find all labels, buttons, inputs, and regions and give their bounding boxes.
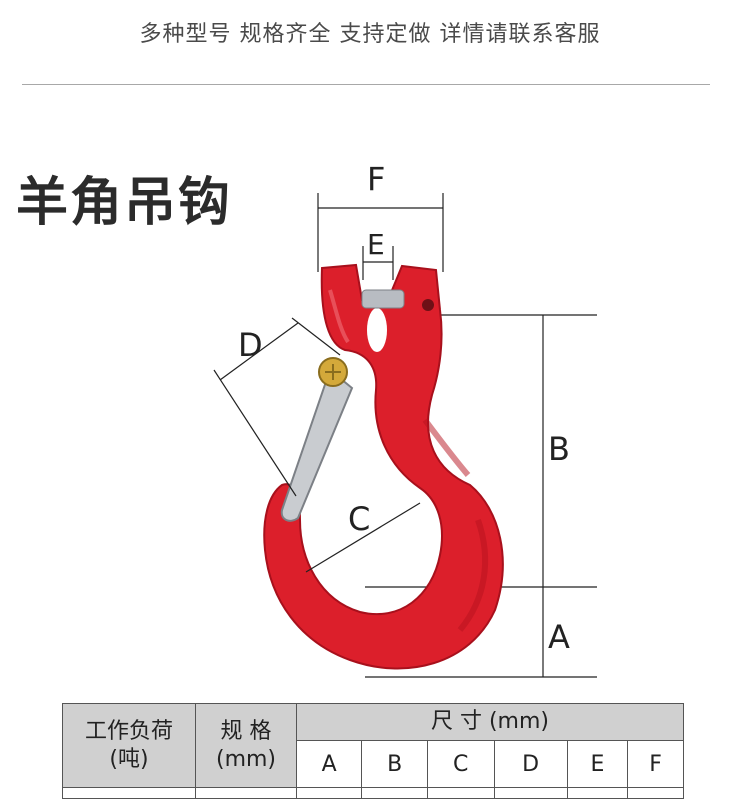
- col-load-unit: (吨): [109, 746, 149, 772]
- dimension-f-lines: [317, 193, 444, 272]
- dimension-label-f: F: [367, 160, 386, 198]
- tagline: 多种型号 规格齐全 支持定做 详情请联系客服: [139, 22, 601, 47]
- col-load-header: 工作负荷 (吨): [62, 703, 196, 788]
- dimension-label-a: A: [548, 618, 570, 656]
- table-cell: [426, 787, 495, 799]
- dimension-label-d: D: [238, 326, 263, 364]
- spec-subheader-row: A B C D E F: [63, 740, 684, 788]
- table-row: [62, 787, 684, 799]
- col-dim-c: C: [426, 740, 495, 788]
- col-dim-title: 尺 寸 (mm): [430, 709, 549, 734]
- table-cell: [295, 787, 363, 799]
- col-spec-label: 规 格: [220, 718, 272, 744]
- dimension-e-lines: [362, 246, 394, 280]
- dimension-c-lines: [305, 502, 421, 573]
- table-cell: [493, 787, 568, 799]
- col-dim-d: D: [493, 740, 568, 788]
- product-title: 羊角吊钩: [16, 173, 233, 233]
- col-dim-e: E: [566, 740, 629, 788]
- spec-header-row: 工作负荷 (吨) 规 格 (mm) 尺 寸 (mm): [62, 703, 684, 788]
- hook-diagram: [213, 193, 597, 678]
- col-spec-unit: (mm): [215, 746, 277, 772]
- col-dim-f: F: [627, 740, 684, 788]
- table-cell: [195, 787, 297, 799]
- table-cell: [627, 787, 684, 799]
- table-cell: [361, 787, 428, 799]
- col-dim-a: A: [295, 740, 363, 788]
- hook-pin: [361, 289, 405, 309]
- dimension-label-b: B: [548, 430, 570, 468]
- col-dim-b: B: [361, 740, 428, 788]
- col-dim-header: 尺 寸 (mm): [296, 703, 684, 741]
- safety-latch: [280, 368, 354, 522]
- col-spec-header: 规 格 (mm): [195, 703, 297, 788]
- pin-head: [422, 299, 434, 311]
- dimension-label-c: C: [348, 500, 371, 538]
- dimension-d-lines: [213, 317, 341, 497]
- table-cell: [62, 787, 196, 799]
- spec-table: 工作负荷 (吨) 规 格 (mm) 尺 寸 (mm) A B C D E F: [62, 703, 684, 799]
- hook-body: [263, 263, 504, 670]
- dimension-label-e: E: [367, 228, 385, 261]
- header-divider: [22, 84, 710, 85]
- col-load-label: 工作负荷: [84, 718, 173, 744]
- table-cell: [566, 787, 629, 799]
